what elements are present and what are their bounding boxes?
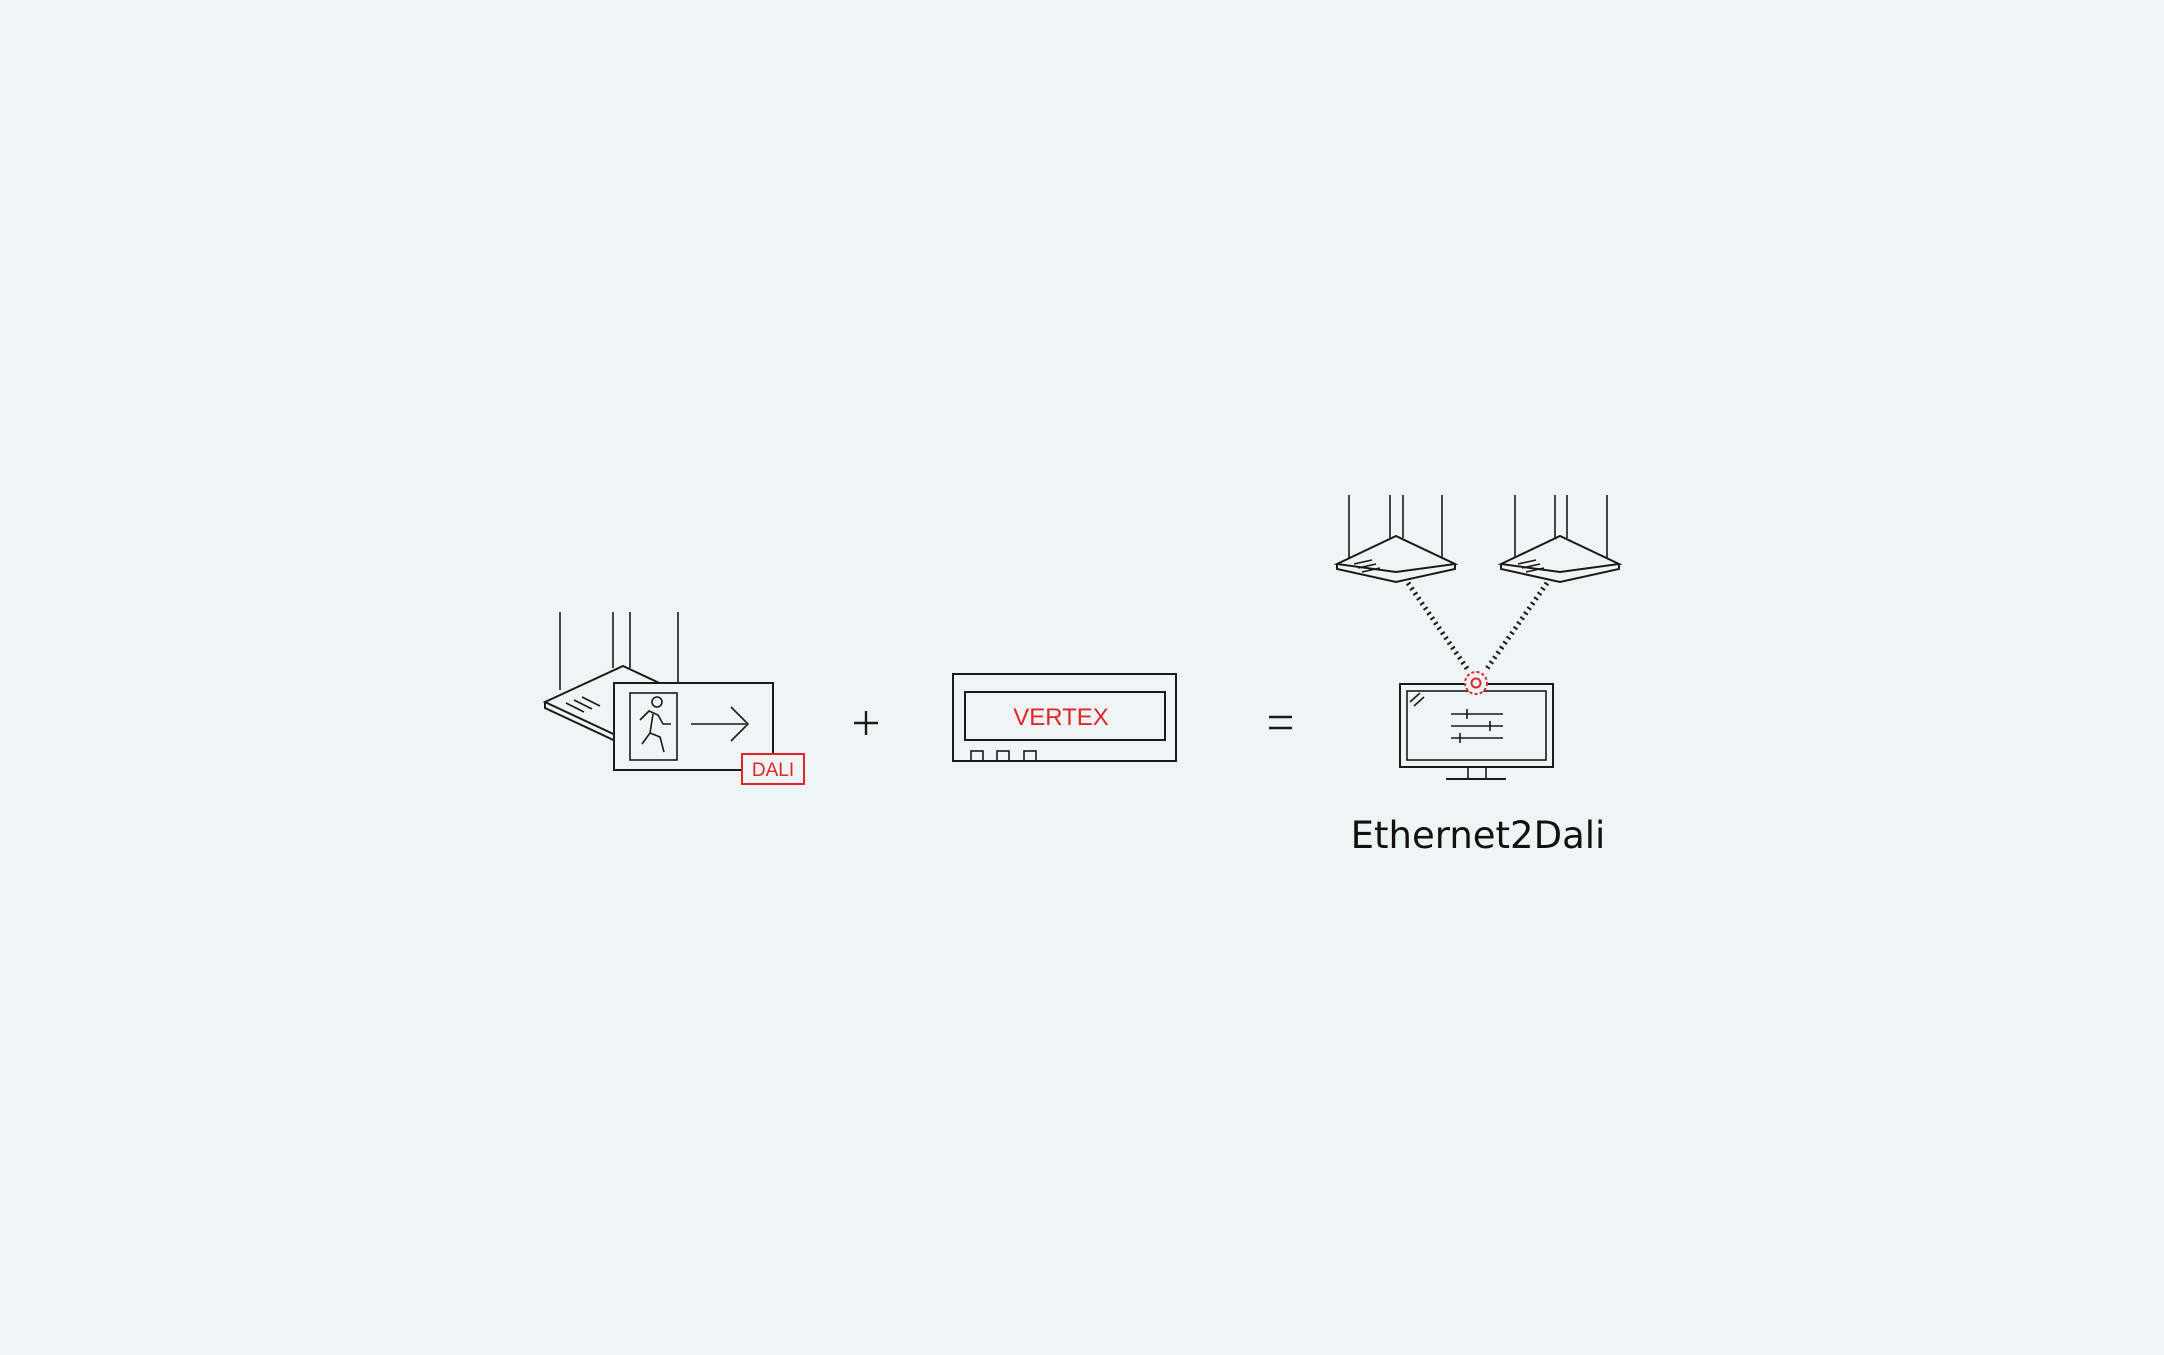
gear-icon — [1464, 671, 1488, 695]
monitor-icon — [1399, 683, 1554, 780]
ethernet2dali-caption: Ethernet2Dali — [1351, 814, 1606, 857]
ceiling-light-left-icon — [1333, 495, 1459, 584]
suspension-wires — [559, 612, 679, 690]
vertex-display-label: VERTEX — [1013, 704, 1109, 731]
emergency-exit-light-icon: DALI — [542, 612, 805, 785]
dali-badge-label: DALI — [752, 760, 794, 781]
ethernet2dali-system-icon: Ethernet2Dali — [1333, 495, 1623, 857]
vertex-controller-icon: VERTEX — [952, 673, 1177, 762]
running-man-icon — [629, 692, 678, 761]
arrow-right-icon — [691, 706, 750, 742]
equals-operator-icon — [1269, 715, 1292, 730]
controller-ports — [970, 750, 1037, 762]
sliders-icon — [1451, 709, 1503, 743]
plus-operator-icon — [854, 711, 878, 735]
dali-badge: DALI — [741, 753, 805, 785]
ceiling-light-right-icon — [1497, 495, 1623, 584]
signal-links — [1405, 581, 1550, 672]
